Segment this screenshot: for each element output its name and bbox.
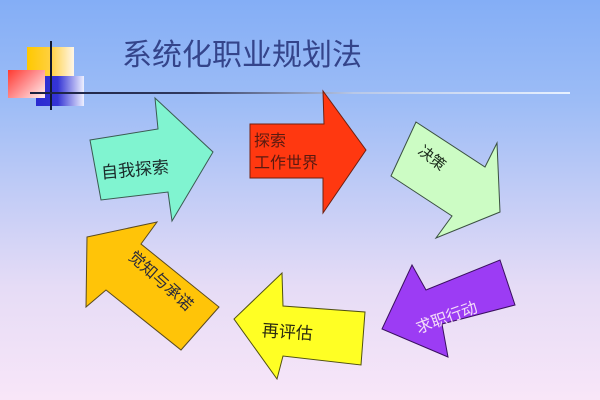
step-label-line2: 工作世界 (254, 153, 318, 172)
step-arrow-self-exploration[interactable]: 自我探索 (89, 96, 214, 223)
logo-vertical-line (50, 41, 52, 110)
step-arrow-decision[interactable]: 决策 (390, 121, 501, 240)
slide-title: 系统化职业规划法 (122, 38, 362, 73)
step-label-line1: 探索 (254, 131, 286, 150)
step-label: 再评估 (261, 321, 313, 345)
decorative-squares-logo (0, 0, 100, 120)
step-arrow-reassessment[interactable]: 再评估 (233, 271, 366, 381)
title-underline-divider (30, 92, 570, 94)
step-arrow-explore-work-world[interactable]: 探索 工作世界 (249, 89, 367, 215)
step-arrow-job-search-action[interactable]: 求职行动 (381, 259, 516, 358)
step-arrow-awareness-commitment[interactable]: 觉知与承诺 (85, 221, 220, 351)
